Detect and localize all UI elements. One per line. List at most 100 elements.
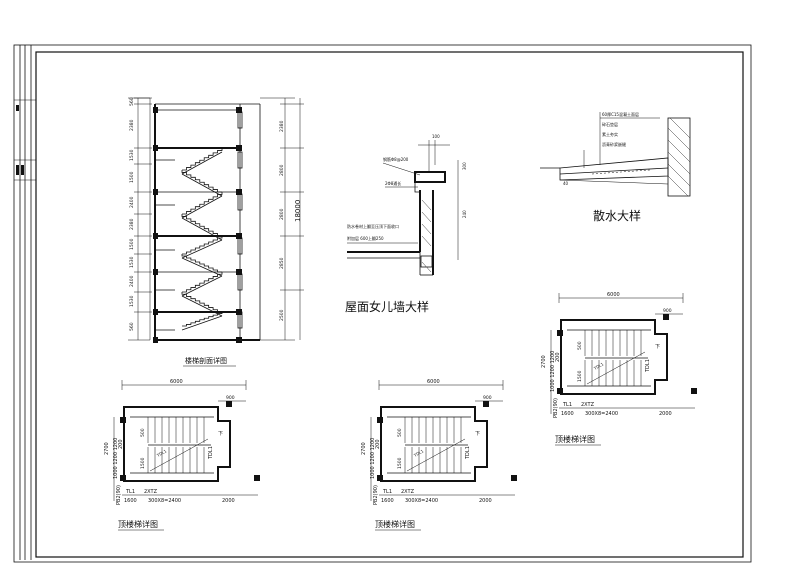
section-beam xyxy=(153,337,158,343)
section-stair-flight xyxy=(181,254,222,273)
section-flight-soffit xyxy=(181,295,223,317)
parapet-note-3: 防水卷材上翻至压顶下面收口 xyxy=(347,223,399,229)
plan-break-line xyxy=(406,438,466,472)
apron-note-2: 碎石垫层 xyxy=(602,121,618,127)
plan-label-tl1: TL1 xyxy=(562,402,572,408)
plan-top-width: 6000 xyxy=(427,379,440,385)
plan-break-line xyxy=(586,351,646,385)
plan-column xyxy=(120,417,126,423)
plan-bottom-dim: 1600 xyxy=(124,498,137,504)
plan-column xyxy=(557,330,563,336)
section-left-dim: 560 xyxy=(129,97,135,106)
plan-notch: 900 xyxy=(663,308,672,314)
apron-note-4: 沥青砂浆嵌缝 xyxy=(602,141,626,147)
plan-left-dim: PB2(90) xyxy=(553,398,559,418)
plan-left-dim: 200 xyxy=(375,439,381,449)
section-beam xyxy=(236,233,242,239)
plan-column xyxy=(663,314,669,320)
plan-label-500: 500 xyxy=(397,428,403,437)
plan-label-tdl1-inner: TDL1 xyxy=(155,448,168,458)
parapet-note-2: 2Φ8通长 xyxy=(385,180,401,186)
plan-label-500: 500 xyxy=(140,428,146,437)
plan-left-dim: 200 xyxy=(555,352,561,362)
section-left-dim: 1530 xyxy=(129,256,135,268)
plan-bottom-dim: 1600 xyxy=(561,411,574,417)
plan-label-tl1: TL1 xyxy=(382,489,392,495)
plan-break-line xyxy=(149,438,209,472)
plan-label-tdl1: TDL1 xyxy=(208,446,214,460)
plan-left-dim: 1000 1200 1200 xyxy=(550,351,556,392)
plan-label-tdl1-inner: TDL1 xyxy=(592,361,605,371)
plan-label-1500: 1500 xyxy=(397,457,403,469)
section-stair-flight xyxy=(182,312,223,327)
section-flight-soffit xyxy=(181,217,223,241)
plan-column xyxy=(254,475,260,481)
section-beam xyxy=(236,145,242,151)
plan-outline xyxy=(123,406,231,482)
section-left-dim: 1500 xyxy=(129,238,135,250)
plan-bottom-dim: 300X8=2400 xyxy=(585,411,618,417)
plan-label-1500: 1500 xyxy=(140,457,146,469)
plan-bottom-dim: 1600 xyxy=(381,498,394,504)
plan-label-down: 下 xyxy=(475,431,480,437)
section-beam xyxy=(153,269,158,275)
plan-title: 顶楼梯详图 xyxy=(118,519,158,529)
section-beam xyxy=(236,337,242,343)
section-flight-soffit xyxy=(181,195,223,219)
title-strip xyxy=(14,45,36,560)
section-right-dim: 2500 xyxy=(279,309,285,321)
plan-outline xyxy=(560,319,668,395)
plan-column xyxy=(120,475,126,481)
plan-label-tdl1: TDL1 xyxy=(645,359,651,373)
stair-section-drawing: 5602380153015002400238015001530240015305… xyxy=(128,97,304,367)
section-flights xyxy=(155,148,223,331)
section-flight-soffit xyxy=(181,173,223,197)
plan-outline xyxy=(380,406,488,482)
plan-left-dim: 1000 1200 1200 xyxy=(113,438,119,479)
plan-column xyxy=(511,475,517,481)
section-stair-flight xyxy=(182,148,223,171)
section-stair-flight xyxy=(181,292,222,313)
section-left-dim: 2400 xyxy=(129,275,135,287)
section-door xyxy=(237,193,243,211)
plan-label-tz: 2XTZ xyxy=(581,402,595,408)
plan-notch: 900 xyxy=(483,395,492,401)
section-total-height: 18000 xyxy=(294,200,302,222)
plan-left-dim: 200 xyxy=(118,439,124,449)
section-right-dim: 2800 xyxy=(279,164,285,176)
section-right-dim: 2380 xyxy=(279,120,285,132)
plan-left-dim: 1000 1200 1200 xyxy=(370,438,376,479)
section-stair-flight xyxy=(181,170,222,193)
plan-bottom-dim: 2000 xyxy=(479,498,492,504)
plan-title: 顶楼梯详图 xyxy=(375,519,415,529)
plan-notch: 900 xyxy=(226,395,235,401)
parapet-side-dim-1: 240 xyxy=(462,210,467,218)
section-left-dim: 1500 xyxy=(129,171,135,183)
section-stair-flight xyxy=(182,272,223,293)
plan-column xyxy=(226,401,232,407)
plan-label-500: 500 xyxy=(577,341,583,350)
section-beam xyxy=(153,309,158,315)
plan-left-dim: 2700 xyxy=(104,442,110,455)
plan-column xyxy=(483,401,489,407)
apron-note-3: 素土夯实 xyxy=(602,131,618,137)
parapet-title: 屋面女儿墙大样 xyxy=(345,299,429,314)
parapet-top-dim: 100 xyxy=(432,134,440,139)
apron-title: 散水大样 xyxy=(593,208,641,223)
plan-column xyxy=(691,388,697,394)
plan-bottom-dim: 2000 xyxy=(659,411,672,417)
section-flight-soffit xyxy=(181,257,223,277)
section-flight-soffit xyxy=(181,239,223,259)
plan-label-tdl1: TDL1 xyxy=(465,446,471,460)
section-beam xyxy=(153,145,158,151)
section-beam xyxy=(236,269,242,275)
section-left-dim: 2380 xyxy=(129,119,135,131)
section-door xyxy=(237,151,243,169)
apron-wall xyxy=(667,117,691,197)
plan-title: 顶楼梯详图 xyxy=(555,434,595,444)
section-stair-flight xyxy=(182,236,223,255)
section-beam xyxy=(153,107,158,113)
